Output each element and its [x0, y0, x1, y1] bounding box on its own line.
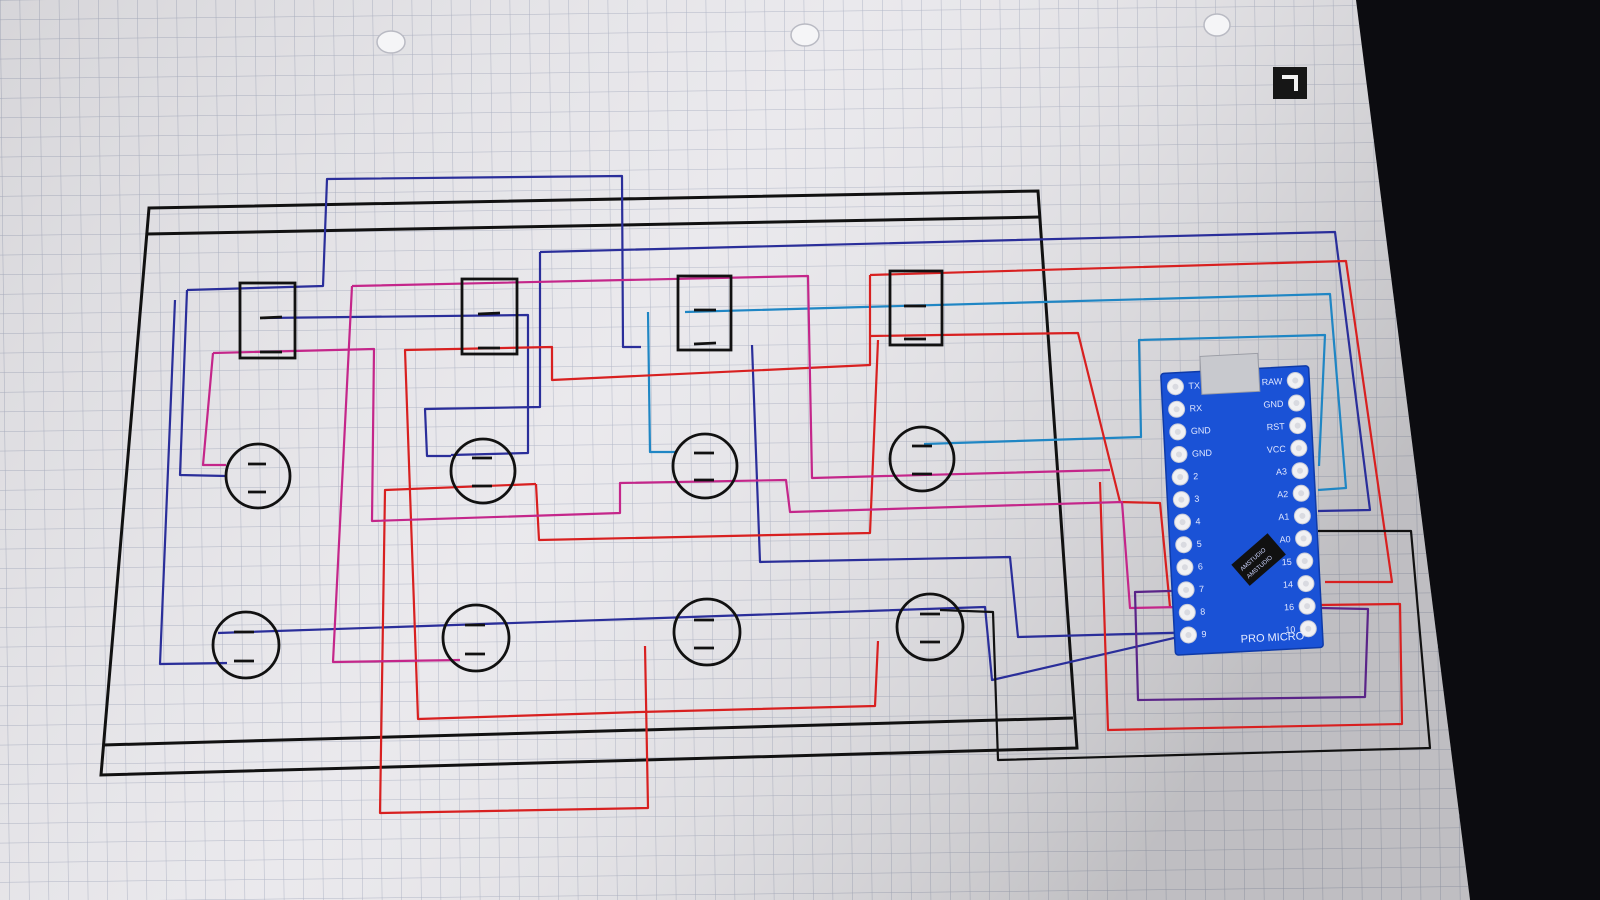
pin-label: 8 [1200, 606, 1206, 616]
pin-label: 2 [1193, 471, 1199, 481]
pin-hole [1301, 558, 1308, 565]
binder-holes [376, 13, 1231, 54]
pin-label: 6 [1198, 561, 1204, 571]
pin-hole [1293, 400, 1300, 407]
usb-connector [1199, 352, 1261, 395]
pin-label: RX [1189, 403, 1202, 414]
pin-label: RAW [1261, 376, 1283, 387]
pin-label: 4 [1195, 516, 1201, 526]
square-switches [238, 269, 944, 360]
wiring [158, 174, 1432, 815]
pin-label: A2 [1277, 489, 1289, 500]
left-pin-header: TX RX GND GND 2 3 4 5 6 7 8 9 [1166, 378, 1213, 644]
pin-hole [1292, 377, 1299, 384]
pin-label: RST [1266, 421, 1285, 432]
pin-label: GND [1192, 448, 1213, 459]
pin-hole [1184, 609, 1191, 616]
round-button-7 [672, 597, 742, 667]
pin-label: 3 [1194, 494, 1200, 504]
pin-label: VCC [1267, 444, 1287, 455]
pin-hole [1185, 631, 1192, 638]
round-button-8 [895, 592, 965, 662]
pin-hole [1295, 445, 1302, 452]
corner-marker-icon [1273, 67, 1307, 99]
pin-hole [1177, 474, 1184, 481]
pin-label: 16 [1284, 602, 1295, 613]
pin-label: 14 [1283, 579, 1294, 590]
pin-hole [1175, 451, 1182, 458]
square-switch-3 [676, 274, 733, 352]
pin-hole [1300, 535, 1307, 542]
pin-hole [1178, 496, 1185, 503]
pin-hole [1304, 603, 1311, 610]
pin-label: 15 [1281, 557, 1292, 568]
square-switch-4 [888, 269, 944, 347]
pin-hole [1298, 490, 1305, 497]
board-name: PRO MICRO [1240, 630, 1305, 645]
pin-hole [1183, 586, 1190, 593]
pin-label: GND [1263, 399, 1284, 410]
pin-hole [1294, 422, 1301, 429]
pin-hole [1172, 383, 1179, 390]
pin-label: 7 [1199, 584, 1205, 594]
pin-label: A1 [1278, 512, 1290, 523]
pin-label: 10 [1285, 624, 1296, 635]
square-switch-2 [460, 277, 519, 356]
pin-hole [1181, 564, 1188, 571]
pin-hole [1174, 428, 1181, 435]
pin-hole [1173, 406, 1180, 413]
pin-label: A0 [1279, 534, 1291, 545]
round-button-3 [671, 432, 739, 500]
pin-label: 5 [1196, 539, 1202, 549]
pin-hole [1305, 625, 1312, 632]
pin-hole [1302, 580, 1309, 587]
paper-sheet [0, 0, 1470, 900]
pin-hole [1299, 512, 1306, 519]
square-switch-1 [238, 281, 297, 360]
pin-label: GND [1191, 425, 1212, 436]
pin-hole [1180, 541, 1187, 548]
round-button-4 [888, 425, 956, 493]
pin-hole [1179, 519, 1186, 526]
pin-label: A3 [1276, 466, 1288, 477]
pin-hole [1297, 467, 1304, 474]
round-button-5 [211, 610, 281, 680]
round-buttons [211, 425, 965, 680]
pin-label: 9 [1201, 629, 1207, 639]
pin-label: TX [1188, 380, 1200, 391]
round-button-1 [224, 442, 292, 510]
enclosure-outline [99, 189, 1079, 777]
round-button-2 [449, 437, 517, 505]
round-button-6 [441, 603, 511, 673]
